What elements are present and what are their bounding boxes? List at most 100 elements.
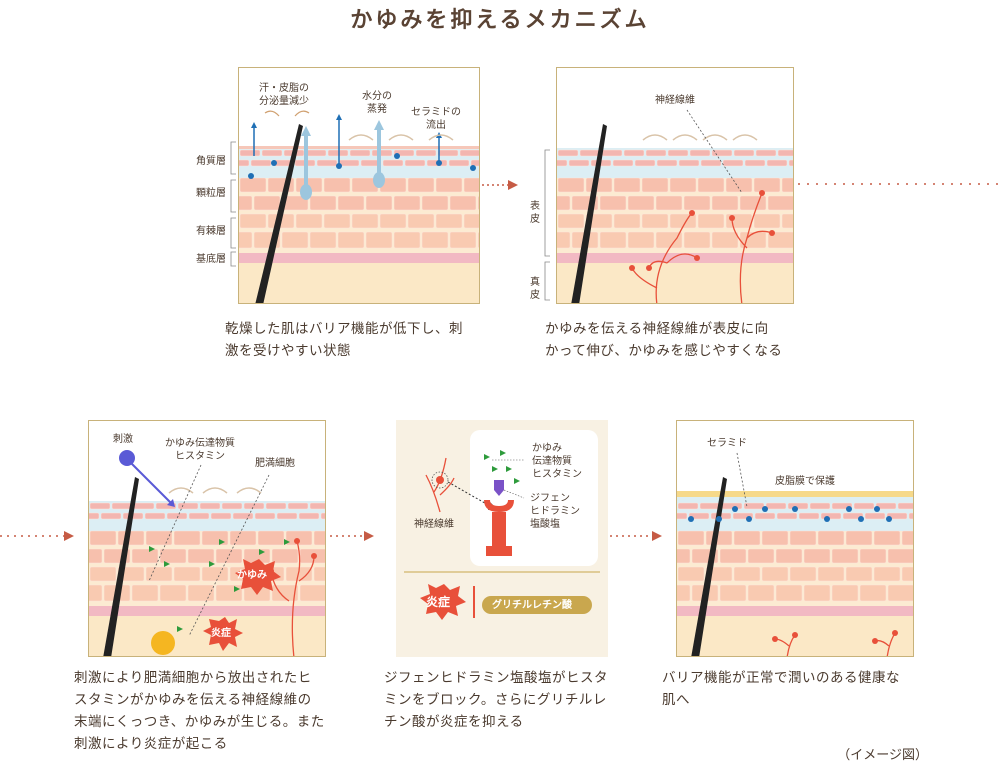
skin-cell bbox=[688, 512, 710, 520]
itch-burst bbox=[235, 559, 281, 595]
skin-cell bbox=[678, 159, 700, 167]
skin-cell bbox=[89, 584, 103, 602]
skin-cell bbox=[187, 584, 215, 602]
skin-cell bbox=[407, 177, 435, 193]
skin-cell bbox=[767, 195, 793, 211]
skin-cell bbox=[371, 149, 393, 157]
flow-arrow-2 bbox=[0, 531, 74, 541]
skin-cell bbox=[711, 149, 733, 157]
skin-cell bbox=[901, 530, 913, 546]
skin-cell bbox=[463, 177, 479, 193]
nerve-fiber bbox=[425, 457, 455, 513]
glycyrrhizic-label: グリチルレチン酸 bbox=[492, 600, 572, 611]
skin-cell bbox=[449, 195, 477, 211]
skin-cell bbox=[557, 231, 571, 249]
skin-cell bbox=[159, 584, 187, 602]
skin-cell bbox=[415, 149, 437, 157]
stimulus-label: 刺激 bbox=[113, 434, 133, 445]
histamine-triangles bbox=[149, 539, 290, 632]
skin-cell bbox=[239, 213, 267, 229]
skin-cell bbox=[820, 512, 842, 520]
skin-cell bbox=[568, 159, 590, 167]
skin-cell bbox=[634, 159, 656, 167]
skin-cell bbox=[753, 213, 781, 229]
skin-cell bbox=[612, 159, 634, 167]
skin-cell bbox=[285, 530, 313, 546]
nerve-label: 神経線維 bbox=[414, 519, 454, 530]
skin-cell bbox=[901, 566, 913, 582]
skin-cell bbox=[337, 231, 365, 249]
skin-cell bbox=[299, 584, 325, 602]
skin-cell bbox=[365, 195, 393, 211]
cell-layers bbox=[677, 502, 913, 614]
mast-cell bbox=[151, 631, 175, 655]
image-note: （イメージ図） bbox=[837, 748, 928, 763]
skin-cell bbox=[379, 213, 407, 229]
skin-cell bbox=[697, 177, 725, 193]
skin-cell bbox=[908, 512, 913, 520]
skin-cell bbox=[188, 512, 210, 520]
skin-cell bbox=[144, 512, 166, 520]
mediator-label: かゆみ伝達物質 ヒスタミン bbox=[165, 438, 235, 462]
skin-cell bbox=[201, 530, 229, 546]
skin-cell bbox=[705, 530, 733, 546]
ceramide-dots bbox=[688, 506, 892, 522]
panel3-caption: 刺激により肥満細胞から放出されたヒ スタミンがかゆみを伝える神経線維の 末端にく… bbox=[74, 670, 325, 752]
skin-cell bbox=[250, 159, 272, 167]
skin-cell bbox=[145, 530, 173, 546]
skin-cell bbox=[254, 512, 276, 520]
skin-cell bbox=[788, 159, 793, 167]
dermis-label: 真 皮 bbox=[530, 277, 540, 301]
inflammation-burst bbox=[420, 584, 466, 620]
skin-cell bbox=[845, 530, 873, 546]
skin-cell bbox=[89, 548, 103, 564]
skin-cell bbox=[721, 502, 743, 510]
skin-cell bbox=[309, 502, 325, 510]
skin-cell bbox=[435, 213, 463, 229]
skin-cell bbox=[677, 566, 705, 582]
skin-cell bbox=[449, 231, 477, 249]
layer-brackets bbox=[230, 141, 236, 267]
skin-cell bbox=[789, 566, 817, 582]
ceramide-dots bbox=[248, 153, 476, 179]
skin-cell bbox=[831, 548, 859, 564]
flow-arrow-4 bbox=[610, 531, 662, 541]
skin-cell bbox=[817, 530, 845, 546]
skin-cell bbox=[215, 548, 243, 564]
skin-cell bbox=[89, 566, 117, 582]
skin-cell bbox=[382, 159, 404, 167]
skin-cell bbox=[323, 177, 351, 193]
drug-label: ジフェン ヒドラミン 塩酸塩 bbox=[530, 493, 580, 530]
skin-cell bbox=[645, 149, 667, 157]
skin-cell bbox=[683, 195, 711, 211]
skin-cell bbox=[111, 502, 133, 510]
skin-cell bbox=[579, 149, 601, 157]
skin-cell bbox=[470, 159, 479, 167]
skin-cell bbox=[781, 213, 793, 229]
skin-cell bbox=[257, 530, 285, 546]
panel-healthy-skin: セラミド 皮脂膜で保護 bbox=[676, 420, 914, 657]
skin-cell bbox=[677, 530, 705, 546]
skin-cell bbox=[295, 213, 323, 229]
flow-dots-right bbox=[798, 183, 998, 185]
skin-cell bbox=[776, 512, 798, 520]
drug-molecule bbox=[494, 480, 504, 490]
skin-cell bbox=[733, 566, 761, 582]
skin-cell bbox=[733, 530, 761, 546]
skin-cell bbox=[766, 159, 788, 167]
skin-cell bbox=[725, 177, 753, 193]
skin-cell bbox=[623, 149, 645, 157]
skin-cell bbox=[365, 231, 393, 249]
skin-cell bbox=[875, 502, 897, 510]
skin-cell bbox=[261, 149, 283, 157]
drug-action-illustration bbox=[404, 430, 600, 620]
skin-cell bbox=[755, 149, 777, 157]
skin-cell bbox=[753, 177, 781, 193]
skin-cell bbox=[177, 502, 199, 510]
histamine-release-illustration bbox=[89, 421, 325, 656]
skin-cell bbox=[754, 512, 776, 520]
panel-nerve-extension: 神経線維 bbox=[556, 67, 794, 304]
skin-cell bbox=[287, 502, 309, 510]
skin-cell bbox=[313, 566, 325, 582]
skin-cell bbox=[477, 195, 479, 211]
